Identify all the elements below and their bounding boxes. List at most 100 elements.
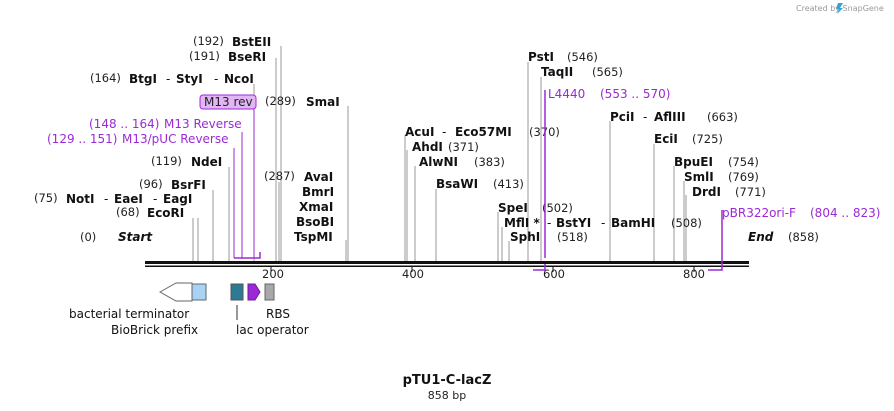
site-bsawi[interactable]: BsaWI	[436, 177, 478, 191]
l4440-arrow	[533, 90, 546, 271]
svg-text:-: -	[166, 72, 170, 86]
site-drdi-pos: (771)	[735, 185, 766, 199]
site-bamhi[interactable]: BamHI	[611, 216, 655, 230]
site-bseri-pos: (191)	[189, 49, 220, 63]
site-btgi-pos: (164)	[90, 71, 121, 85]
m13-rev-box[interactable]	[199, 94, 257, 110]
ruler-label-600: 600	[543, 267, 565, 281]
site-bsteii[interactable]: BstEII	[232, 35, 271, 49]
site-noti[interactable]: NotI	[66, 192, 95, 206]
snapgene-logo-icon	[836, 3, 843, 14]
l4440-label[interactable]: L4440	[548, 87, 585, 101]
pbr322ori-arrow	[708, 210, 723, 271]
m13-puc-range: (129 .. 151)	[47, 132, 117, 146]
site-pcii-pos: (663)	[707, 110, 738, 124]
site-alwni-pos: (383)	[474, 155, 505, 169]
start-position: (0)	[80, 230, 96, 244]
biobrick-prefix-box[interactable]	[191, 283, 207, 301]
site-spei[interactable]: SpeI	[498, 201, 528, 215]
site-bstyi[interactable]: BstYI	[556, 216, 591, 230]
svg-text:-: -	[547, 216, 551, 230]
site-eco57mi[interactable]: Eco57MI	[455, 125, 512, 139]
svg-text:-: -	[104, 192, 108, 206]
site-ecori[interactable]: EcoRI	[147, 206, 184, 220]
site-sphi-pos: (518)	[557, 230, 588, 244]
site-taqii-pos: (565)	[592, 65, 623, 79]
site-ecii-pos: (725)	[692, 132, 723, 146]
m13-rev-label[interactable]: M13 rev	[204, 95, 253, 109]
site-smai[interactable]: SmaI	[306, 95, 340, 109]
site-mfli[interactable]: MflI *	[504, 216, 540, 230]
biobrick-prefix-label: BioBrick prefix	[111, 323, 198, 337]
site-mfli-pos: (508)	[671, 216, 702, 230]
lac-operator-box[interactable]	[230, 283, 244, 301]
site-bsawi-pos: (413)	[493, 177, 524, 191]
m13-reverse-range: (148 .. 164)	[89, 117, 159, 131]
site-tspmi[interactable]: TspMI	[294, 230, 333, 244]
svg-text:-: -	[214, 72, 218, 86]
site-ndei-pos: (119)	[151, 154, 182, 168]
site-avai[interactable]: AvaI	[304, 170, 333, 184]
site-smli[interactable]: SmlI	[684, 170, 714, 184]
plasmid-title: pTU1-C-lacZ	[403, 373, 492, 388]
site-acui[interactable]: AcuI	[405, 125, 434, 139]
rbs-box[interactable]	[264, 283, 275, 301]
site-drdi[interactable]: DrdI	[692, 185, 721, 199]
svg-text:-: -	[153, 192, 157, 206]
site-afliii[interactable]: AflIII	[654, 110, 686, 124]
backbone-top	[145, 261, 749, 264]
site-bsobi[interactable]: BsoBI	[296, 215, 334, 229]
m13-puc-label[interactable]: M13/pUC Reverse	[122, 132, 229, 146]
site-btgi[interactable]: BtgI	[129, 72, 157, 86]
site-sphi[interactable]: SphI	[510, 230, 540, 244]
site-smai-pos: (289)	[265, 94, 296, 108]
site-spei-pos: (502)	[542, 201, 573, 215]
site-alwni[interactable]: AlwNI	[419, 155, 458, 169]
site-bpuei-pos: (754)	[728, 155, 759, 169]
site-taqii[interactable]: TaqII	[541, 65, 573, 79]
site-ncoi[interactable]: NcoI	[224, 72, 254, 86]
m13-reverse-label[interactable]: M13 Reverse	[164, 117, 242, 131]
site-noti-pos: (75)	[34, 191, 58, 205]
rbs-label: RBS	[266, 307, 290, 321]
site-styi[interactable]: StyI	[176, 72, 203, 86]
site-eagi[interactable]: EagI	[163, 192, 192, 206]
site-pcii[interactable]: PciI	[610, 110, 635, 124]
site-psti-pos: (546)	[567, 50, 598, 64]
ruler-label-200: 200	[262, 267, 284, 281]
site-eaei[interactable]: EaeI	[114, 192, 143, 206]
site-ecii[interactable]: EciI	[654, 132, 678, 146]
site-xmai[interactable]: XmaI	[299, 200, 333, 214]
site-ahdi[interactable]: AhdI	[412, 140, 443, 154]
end-label: End	[748, 230, 774, 244]
ruler-label-800: 800	[683, 267, 705, 281]
bacterial-terminator-arrow[interactable]	[158, 282, 193, 302]
lac-operator-label: lac operator	[236, 323, 309, 337]
site-bsteii-pos: (192)	[193, 34, 224, 48]
site-bpuei[interactable]: BpuEI	[674, 155, 713, 169]
site-bmri[interactable]: BmrI	[302, 185, 334, 199]
ruler-ticks	[270, 266, 695, 272]
ruler-label-400: 400	[402, 267, 424, 281]
m13-primer-arrow	[234, 252, 261, 259]
plasmid-length: 858 bp	[428, 389, 466, 402]
site-bsrfi-pos: (96)	[139, 177, 163, 191]
site-ndei[interactable]: NdeI	[191, 155, 222, 169]
end-position: (858)	[788, 230, 819, 244]
promoter-arrow[interactable]	[247, 283, 261, 301]
pbr322ori-range: (804 .. 823)	[810, 206, 880, 220]
site-bsrfi[interactable]: BsrFI	[171, 178, 206, 192]
backbone-bottom	[145, 265, 749, 267]
site-smli-pos: (769)	[728, 170, 759, 184]
pbr322ori-label[interactable]: pBR322ori-F	[722, 206, 796, 220]
svg-text:-: -	[442, 125, 446, 139]
svg-text:-: -	[643, 110, 647, 124]
l4440-range: (553 .. 570)	[600, 87, 670, 101]
site-psti[interactable]: PstI	[528, 50, 554, 64]
bacterial-terminator-label: bacterial terminator	[69, 307, 189, 321]
site-ahdi-pos: (371)	[448, 140, 479, 154]
start-label: Start	[118, 230, 153, 244]
site-avai-pos: (287)	[264, 169, 295, 183]
site-bseri[interactable]: BseRI	[228, 50, 266, 64]
